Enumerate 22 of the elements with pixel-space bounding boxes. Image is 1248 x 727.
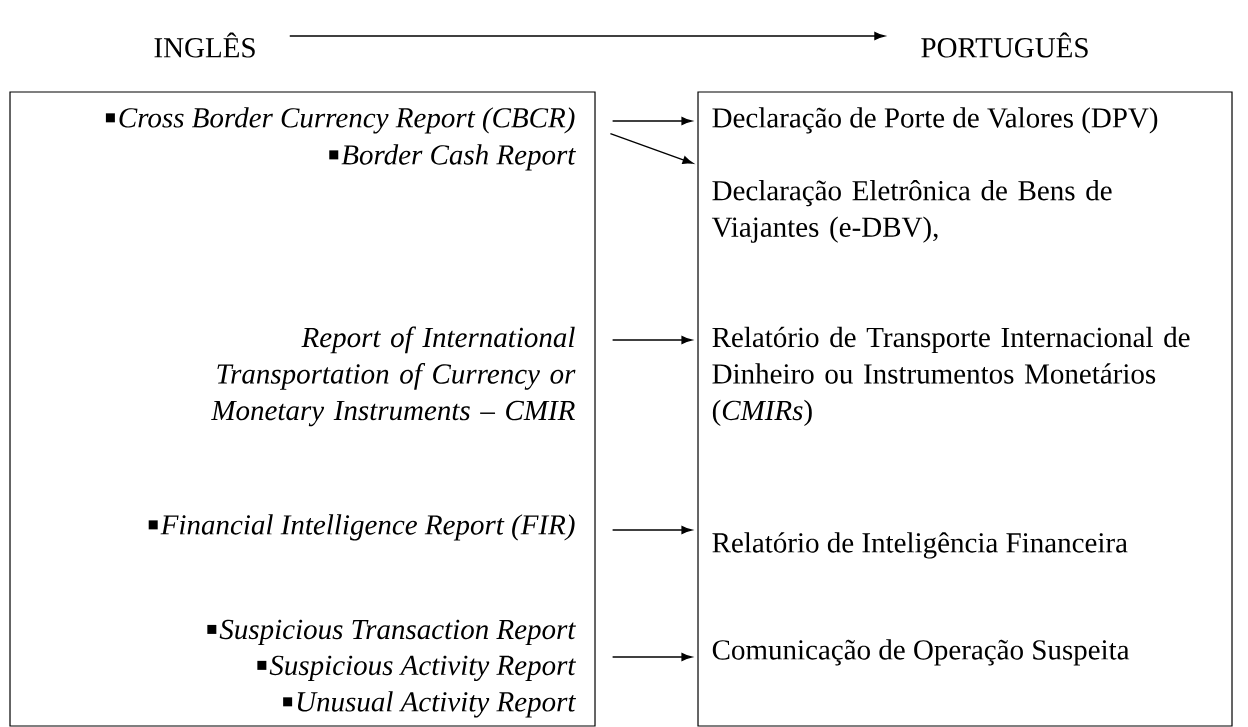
list-item: Border Cash Report [329, 144, 576, 171]
arrow [611, 652, 692, 662]
translation-text: Comunicação de Operação Suspeita [712, 639, 1130, 666]
translation-text: Relatório de Inteligência Financeira [712, 532, 1128, 559]
list-item: Cross Border Currency Report (CBCR) [105, 107, 575, 134]
list-item: Financial Intelligence Report (FIR) [148, 514, 575, 541]
column-heading: PORTUGUÊS [921, 32, 1088, 58]
column-heading: INGLÊS [154, 32, 255, 58]
arrow [289, 31, 885, 40]
translation-text: Declaração Eletrônica de Bens de Viajantes (e-DBV), [711, 179, 1112, 243]
list-item: Suspicious Activity Report [257, 655, 577, 682]
translation-text: Relatório de Transporte Internacional de Dinheiro ou Instrumentos Monetários (CMIRs) [712, 326, 1190, 427]
arrow [611, 116, 692, 125]
column-box [9, 91, 596, 727]
arrow [611, 335, 692, 344]
column-box [697, 91, 1233, 727]
list-item: Unusual Activity Report [283, 691, 577, 718]
arrow [609, 132, 694, 164]
list-item: Suspicious Transaction Report [207, 619, 576, 646]
term-text: Report of International Transportation of Currency or Monetary Instruments – CMIR [211, 326, 576, 427]
translation-text: Declaração de Porte de Valores (DPV) [712, 107, 1158, 134]
arrow [611, 525, 692, 535]
